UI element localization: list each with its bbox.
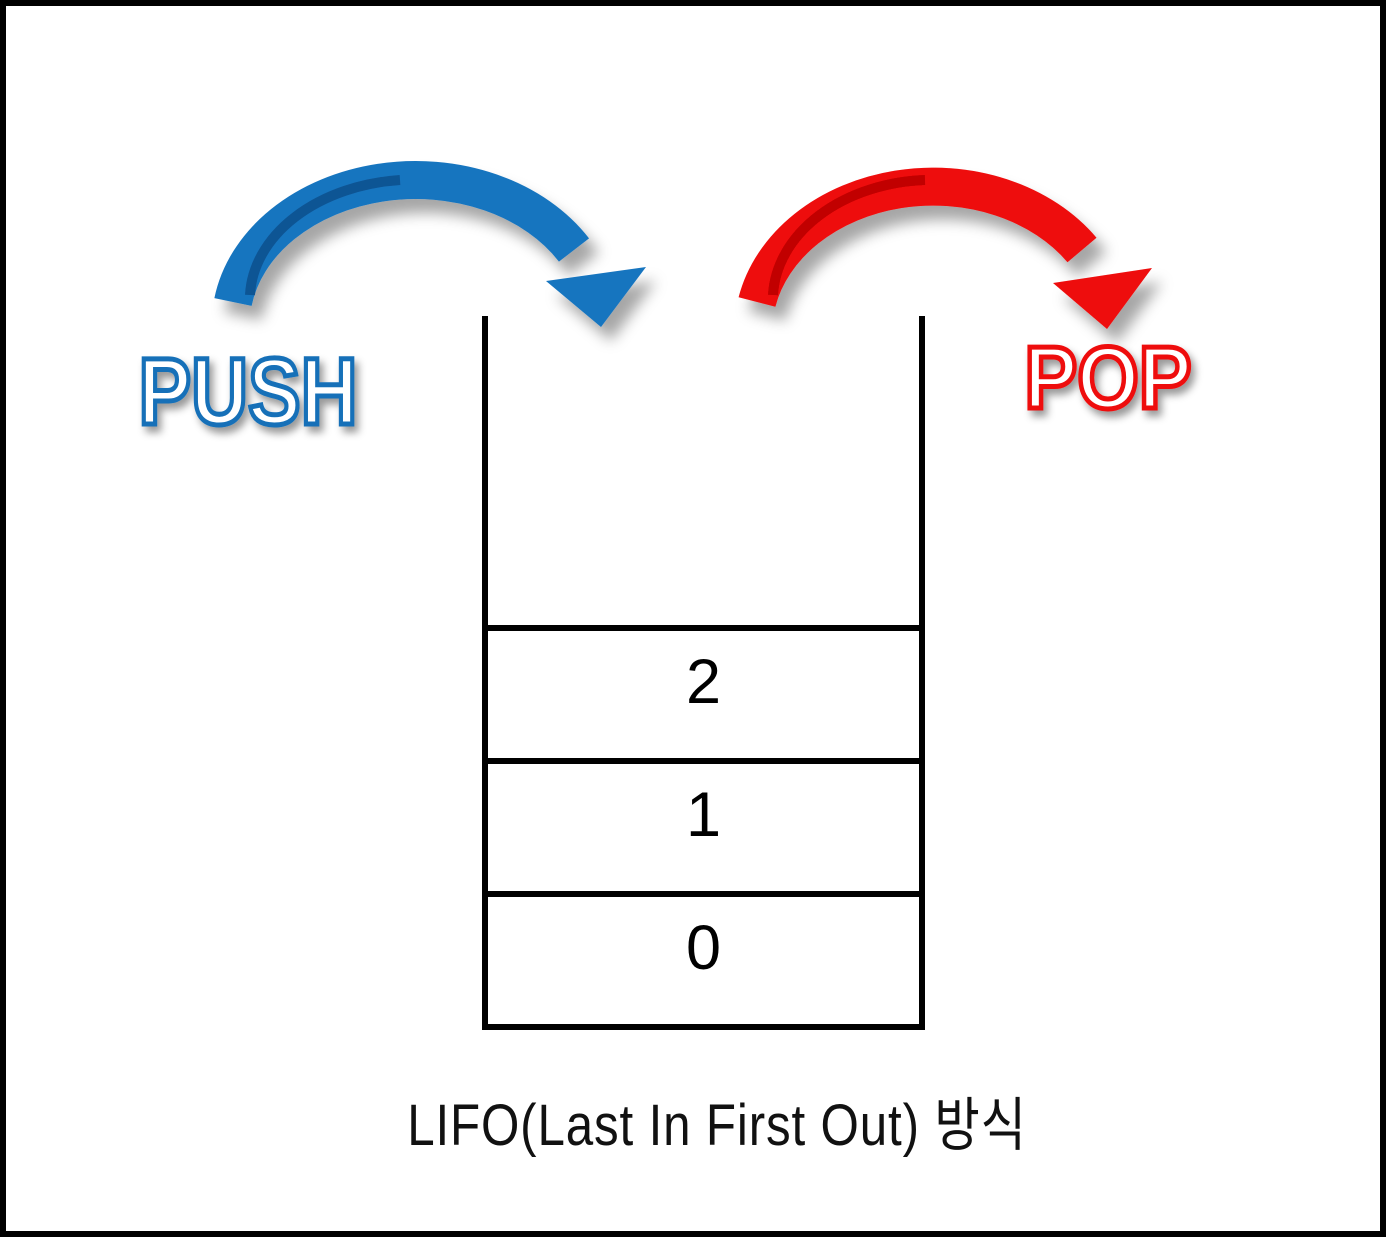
arrow-layer: PUSH POP [136,160,1194,447]
stack-cell-value: 1 [685,779,722,850]
pop-arrow-icon [738,167,1152,329]
stack-cell: 1 [488,758,919,891]
stack-container: 2 1 0 [482,316,925,1030]
push-label: PUSH [138,339,357,445]
stack-cell-value: 2 [685,646,722,717]
caption: LIFO(Last In First Out) 방식 [407,1093,1027,1158]
stack-cell: 0 [488,891,919,1024]
stack-cell-value: 0 [685,912,722,983]
pop-label: POP [1024,328,1191,427]
stack-cell: 2 [488,625,919,758]
push-arrow-icon [214,160,646,327]
